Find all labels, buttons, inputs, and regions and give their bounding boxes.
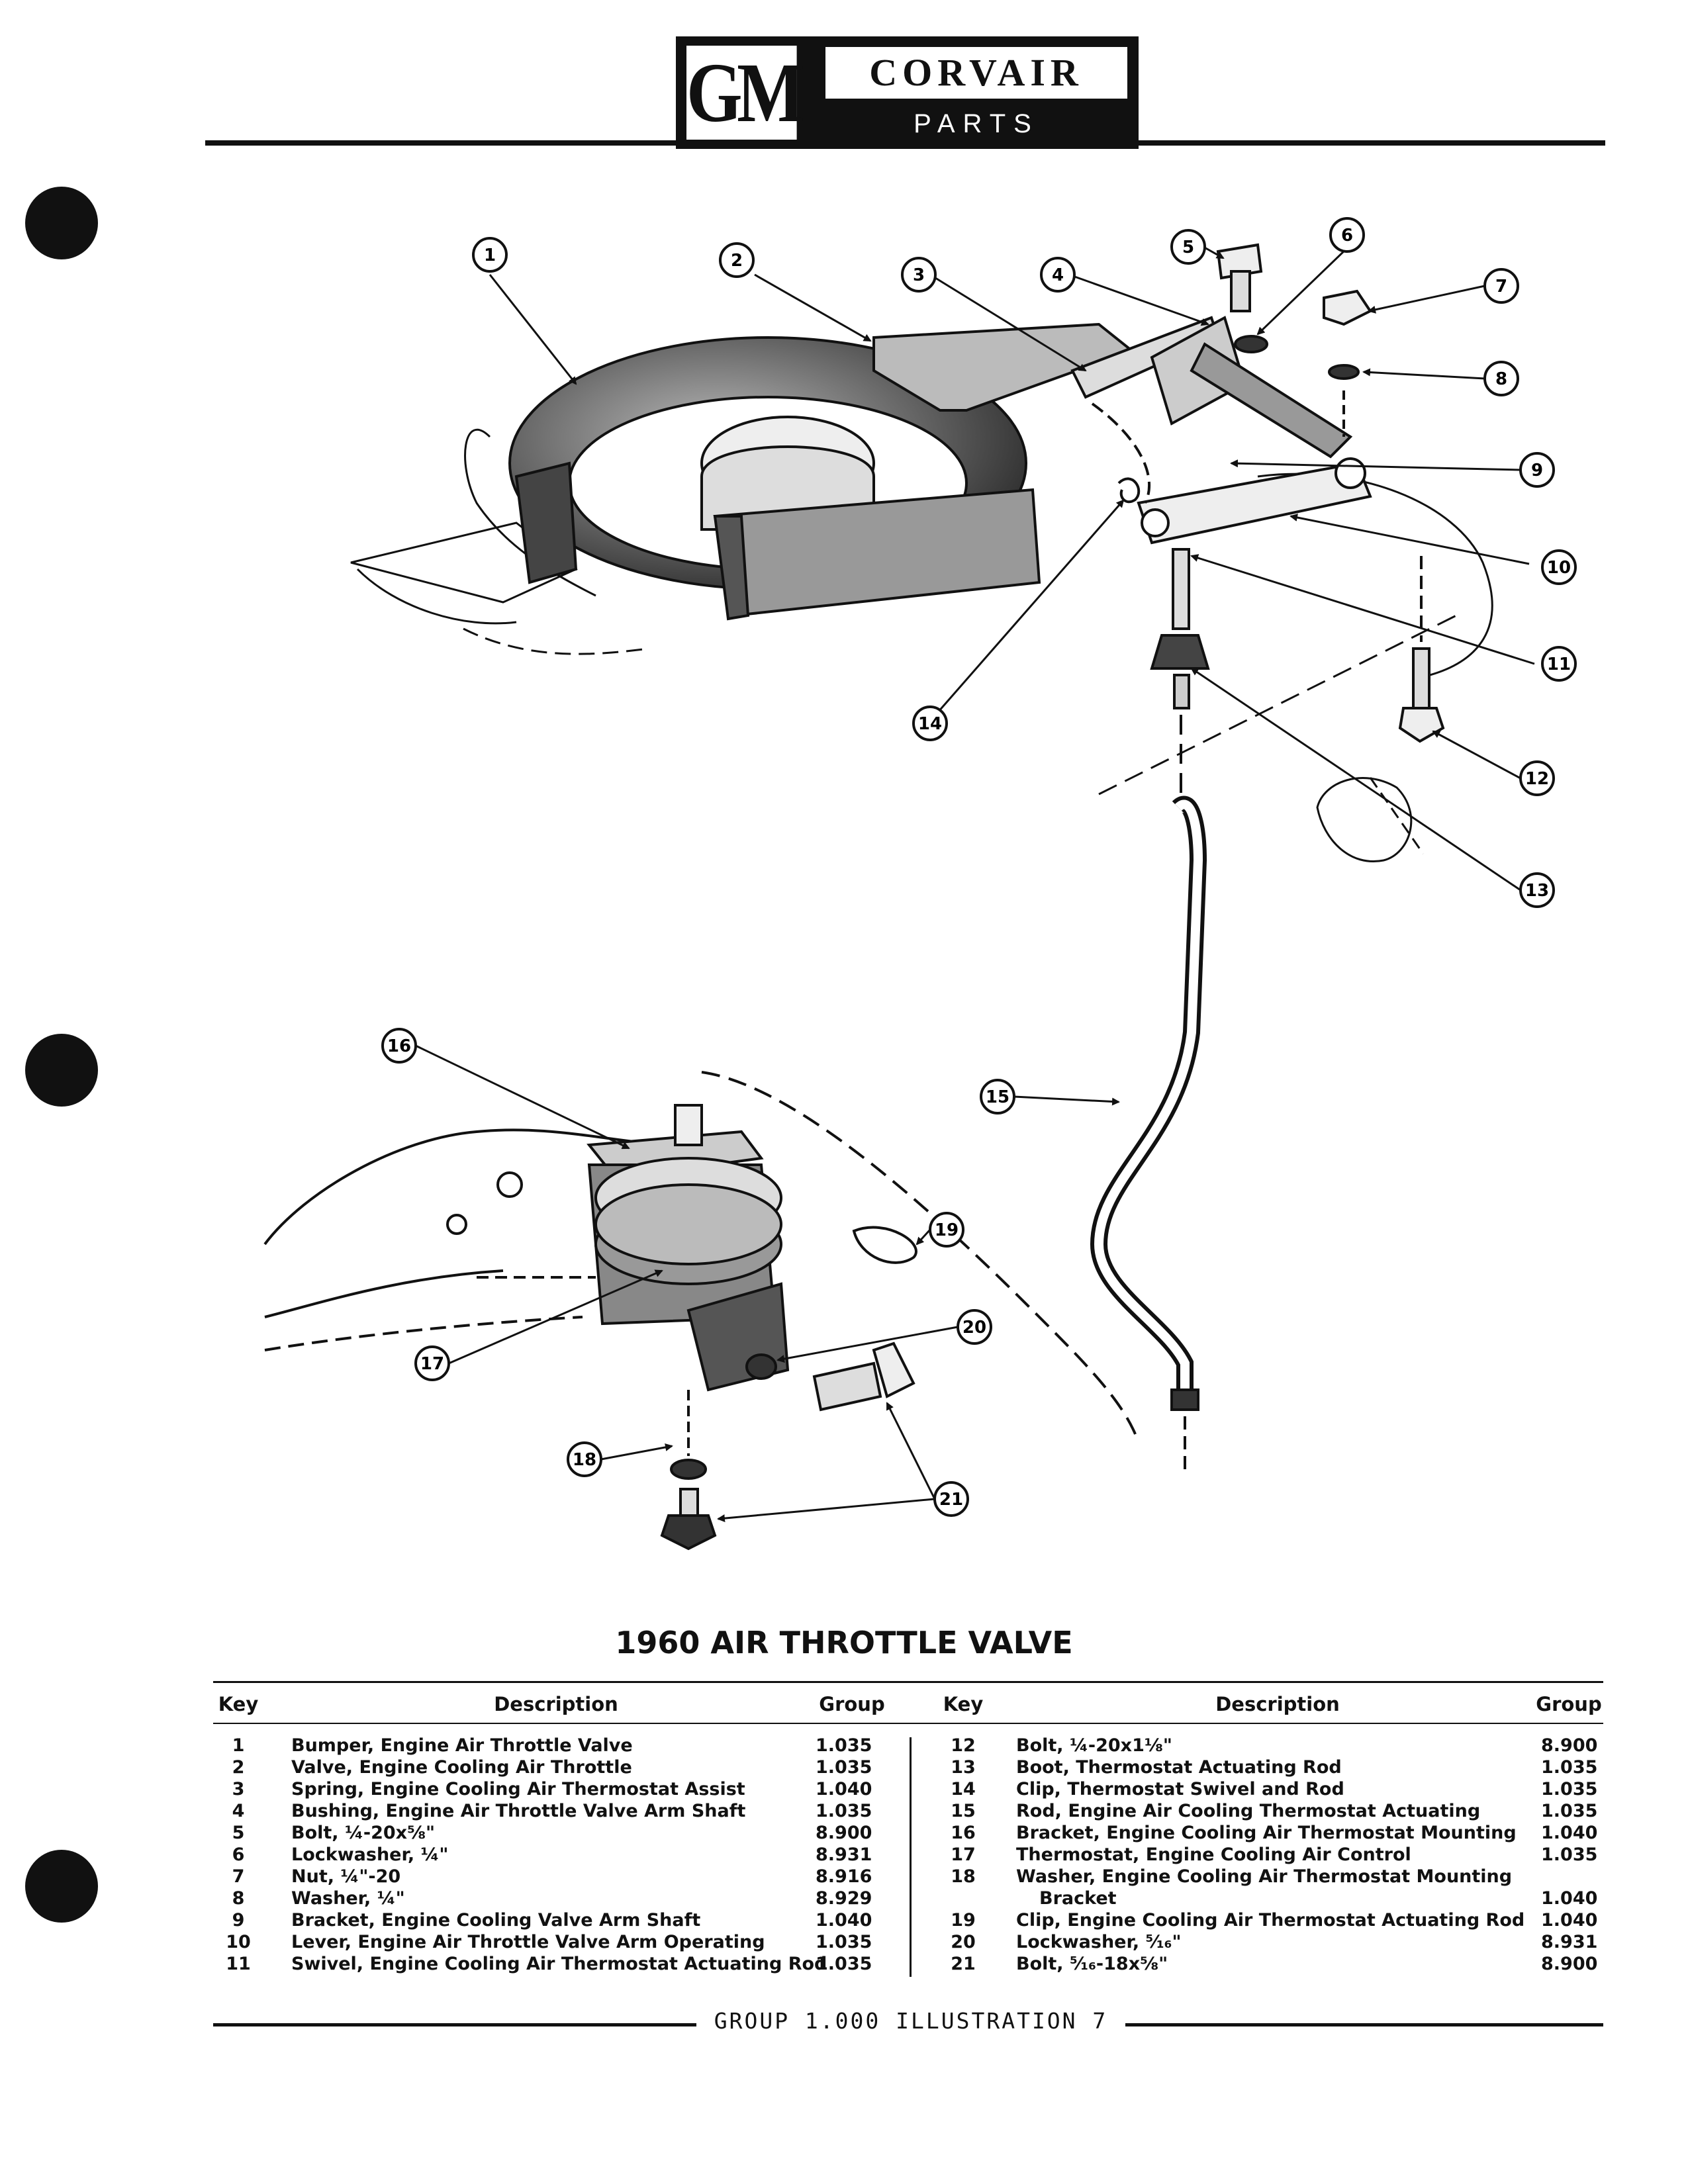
svg-text:2: 2: [731, 251, 743, 271]
svg-text:5: 5: [1182, 238, 1194, 257]
svg-text:10: 10: [1547, 558, 1571, 578]
header-rule: [205, 140, 1605, 146]
header-group-right: Group: [1536, 1693, 1602, 1715]
callout-12: 12: [1519, 760, 1555, 796]
model-name: CORVAIR: [825, 47, 1127, 99]
callout-14: 14: [912, 705, 948, 741]
table-header-rule: [213, 1723, 1603, 1724]
svg-text:3: 3: [913, 265, 925, 285]
header-key-right: Key: [943, 1693, 984, 1715]
callout-13: 13: [1519, 872, 1555, 908]
svg-text:9: 9: [1531, 461, 1543, 480]
svg-text:4: 4: [1052, 265, 1064, 285]
svg-text:14: 14: [918, 714, 942, 734]
header-key-left: Key: [218, 1693, 259, 1715]
callout-20: 20: [957, 1309, 992, 1345]
callout-19: 19: [929, 1212, 964, 1248]
svg-text:11: 11: [1547, 655, 1571, 674]
throttle-valve-ring: [508, 336, 1041, 621]
svg-text:1: 1: [484, 246, 496, 265]
gm-logo-text: GM: [686, 46, 805, 140]
leader-lines: [415, 246, 1535, 1523]
callout-4: 4: [1040, 257, 1076, 293]
binder-hole: [25, 1034, 98, 1107]
catalogue-name: PARTS CATALOGUE: [861, 109, 1092, 175]
svg-text:19: 19: [935, 1220, 959, 1240]
svg-text:18: 18: [573, 1450, 596, 1470]
column-divider: [910, 1737, 912, 1977]
callout-5: 5: [1170, 229, 1206, 265]
callout-17: 17: [414, 1345, 450, 1381]
bolt-12: [1398, 556, 1445, 743]
callout-15: 15: [980, 1079, 1015, 1115]
header-description-left: Description: [494, 1693, 618, 1715]
parts-table-title: 1960 AIR THROTTLE VALVE: [615, 1625, 1073, 1661]
valve-arm-assembly: [872, 316, 1372, 545]
svg-text:12: 12: [1525, 769, 1549, 789]
callout-8: 8: [1483, 361, 1519, 396]
callout-16: 16: [381, 1028, 417, 1064]
table-title-rule: [213, 1681, 1603, 1683]
footer-rule-right: [1125, 2023, 1603, 2026]
svg-text:21: 21: [939, 1490, 963, 1510]
callout-11: 11: [1541, 646, 1577, 682]
binder-hole: [25, 187, 98, 259]
callout-7: 7: [1483, 268, 1519, 304]
footer-rule-left: [213, 2023, 696, 2026]
header-group-left: Group: [819, 1693, 885, 1715]
callout-9: 9: [1519, 452, 1555, 488]
callout-3: 3: [901, 257, 937, 293]
svg-text:6: 6: [1341, 226, 1353, 246]
header-description-right: Description: [1215, 1693, 1340, 1715]
svg-text:16: 16: [387, 1036, 411, 1056]
fasteners-top: [1216, 243, 1372, 437]
callout-18: 18: [567, 1441, 602, 1477]
binder-hole: [25, 1850, 98, 1923]
svg-text:17: 17: [420, 1354, 444, 1374]
callout-6: 6: [1329, 217, 1365, 253]
actuating-rod-assembly: [1090, 548, 1210, 1469]
svg-text:7: 7: [1495, 277, 1507, 296]
gm-corvair-logo: GM CORVAIR PARTS CATALOGUE: [676, 36, 1139, 175]
footer-illustration-label: GROUP 1.000 ILLUSTRATION 7: [714, 2008, 1108, 2034]
callout-10: 10: [1541, 549, 1577, 585]
callout-21: 21: [933, 1481, 969, 1517]
svg-text:15: 15: [986, 1087, 1009, 1107]
svg-text:13: 13: [1525, 881, 1549, 901]
clip-14: [1117, 477, 1141, 504]
callout-2: 2: [719, 242, 755, 278]
exploded-parts-diagram: 1 2 3 4 5 6 7 8 9 10 11 12 13 14 15 16 1…: [263, 217, 1577, 1551]
svg-text:20: 20: [962, 1318, 986, 1338]
callout-1: 1: [472, 237, 508, 273]
thermostat-assembly: [263, 1071, 1140, 1551]
svg-text:8: 8: [1495, 369, 1507, 389]
